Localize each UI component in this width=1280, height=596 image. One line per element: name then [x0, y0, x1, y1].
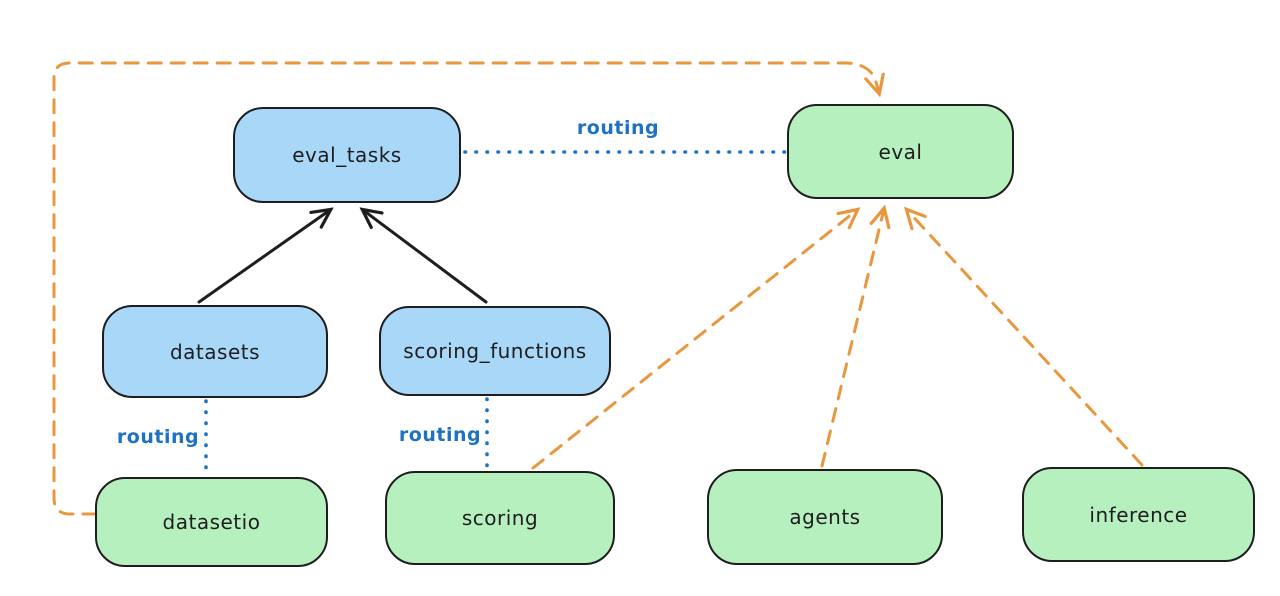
- node-inference-label: inference: [1089, 502, 1188, 527]
- routing-label-scoring-functions-scoring: routing: [398, 424, 482, 446]
- edge-inference-eval: [907, 210, 1144, 467]
- node-inference: inference: [1022, 467, 1255, 562]
- node-agents-label: agents: [789, 505, 861, 529]
- routing-label-datasets-datasetio: routing: [116, 426, 200, 448]
- node-datasetio-label: datasetio: [162, 510, 261, 534]
- node-eval-tasks-label: eval_tasks: [292, 143, 402, 167]
- node-agents: agents: [707, 469, 943, 565]
- edge-agents-eval: [820, 209, 884, 468]
- edge-scoring-functions-eval-tasks: [363, 210, 488, 304]
- node-datasets: datasets: [102, 305, 328, 398]
- node-scoring-label: scoring: [461, 506, 539, 530]
- node-eval-label: eval: [878, 139, 923, 164]
- node-eval-tasks: eval_tasks: [233, 107, 461, 203]
- edge-datasets-eval-tasks: [197, 210, 330, 304]
- node-datasetio: datasetio: [95, 477, 328, 567]
- node-eval: eval: [787, 104, 1014, 199]
- edge-datasetio-eval: [52, 61, 879, 516]
- routing-label-eval-tasks-eval: routing: [576, 117, 660, 139]
- node-scoring: scoring: [385, 471, 615, 565]
- node-scoring-functions-label: scoring_functions: [403, 339, 587, 363]
- node-datasets-label: datasets: [169, 339, 261, 364]
- edge-scoring-eval: [531, 210, 857, 470]
- node-scoring-functions: scoring_functions: [379, 306, 611, 396]
